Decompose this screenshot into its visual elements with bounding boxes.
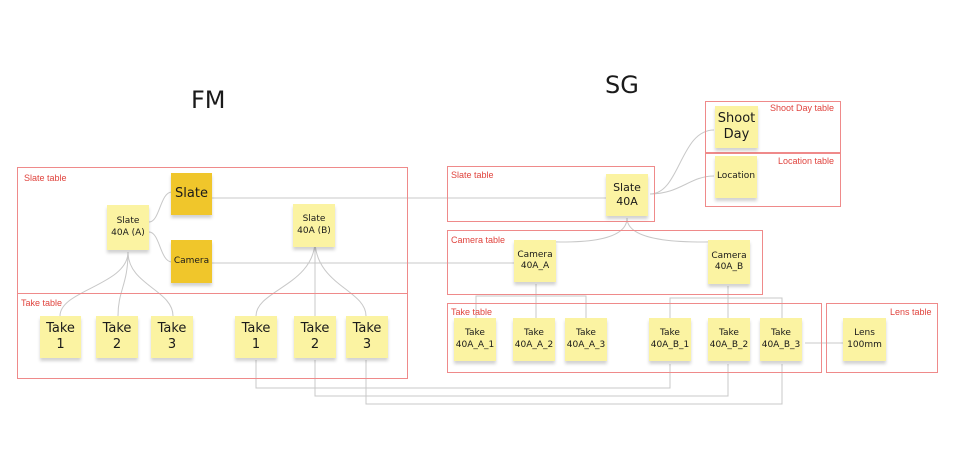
sg-slate-table-label: Slate table	[451, 170, 494, 180]
sg-camera-b-note[interactable]: Camera 40A_B	[708, 240, 750, 284]
shoot-day-table-label: Shoot Day table	[770, 103, 835, 113]
connector	[255, 360, 671, 389]
sg-take-table-frame	[447, 303, 822, 373]
fm-slate-table-frame	[17, 167, 408, 294]
sg-take-a3-note[interactable]: Take 40A_A_3	[565, 318, 607, 361]
fm-take-b1-note[interactable]: Take 1	[235, 316, 277, 358]
fm-heading: FM	[191, 86, 226, 114]
connector	[127, 251, 174, 317]
fm-take-3-note[interactable]: Take 3	[151, 316, 193, 358]
fm-take-1-note[interactable]: Take 1	[40, 316, 81, 358]
connector	[649, 129, 715, 195]
fm-take-2-note[interactable]: Take 2	[96, 316, 138, 358]
connector	[649, 175, 715, 195]
fm-take-table-label: Take table	[21, 298, 63, 308]
sg-lens-note[interactable]: Lens 100mm	[843, 318, 886, 361]
sg-shoot-day-note[interactable]: Shoot Day	[715, 106, 758, 148]
sg-slate-table-frame	[447, 166, 655, 222]
sg-camera-table-label: Camera table	[451, 235, 506, 245]
connector	[314, 239, 367, 317]
connector	[148, 231, 173, 263]
fm-slate-a-note[interactable]: Slate 40A (A)	[107, 205, 149, 250]
shoot-day-table-frame	[705, 101, 841, 153]
lens-table-frame	[826, 303, 938, 373]
sg-take-table-label: Take table	[451, 307, 493, 317]
location-table-label: Location table	[778, 156, 835, 166]
connector	[728, 297, 783, 318]
fm-slate-gold-note[interactable]: Slate	[171, 173, 212, 215]
sg-take-a2-note[interactable]: Take 40A_A_2	[513, 318, 555, 361]
connector	[117, 251, 129, 317]
connector	[365, 360, 783, 405]
sg-camera-table-frame	[447, 230, 763, 295]
sg-take-a1-note[interactable]: Take 40A_A_1	[454, 318, 496, 361]
sg-heading: SG	[605, 71, 639, 99]
sg-take-b3-note[interactable]: Take 40A_B_3	[760, 318, 802, 361]
sg-take-b2-note[interactable]: Take 40A_B_2	[708, 318, 750, 361]
sg-take-b1-note[interactable]: Take 40A_B_1	[649, 318, 691, 361]
fm-slate-table-label: Slate table	[24, 173, 67, 183]
fm-take-b3-note[interactable]: Take 3	[346, 316, 388, 358]
fm-take-table-frame	[17, 293, 408, 379]
location-table-frame	[705, 153, 841, 207]
fm-take-b2-note[interactable]: Take 2	[294, 316, 336, 358]
connector	[59, 251, 129, 317]
sg-slate-note[interactable]: Slate 40A	[606, 174, 648, 216]
sg-camera-a-note[interactable]: Camera 40A_A	[514, 240, 556, 282]
connector	[255, 239, 316, 317]
lens-table-label: Lens table	[890, 307, 932, 317]
fm-slate-b-note[interactable]: Slate 40A (B)	[293, 204, 335, 247]
sg-location-note[interactable]: Location	[715, 156, 757, 198]
fm-camera-gold-note[interactable]: Camera	[171, 240, 212, 283]
connector	[536, 295, 587, 318]
connector	[148, 191, 173, 223]
